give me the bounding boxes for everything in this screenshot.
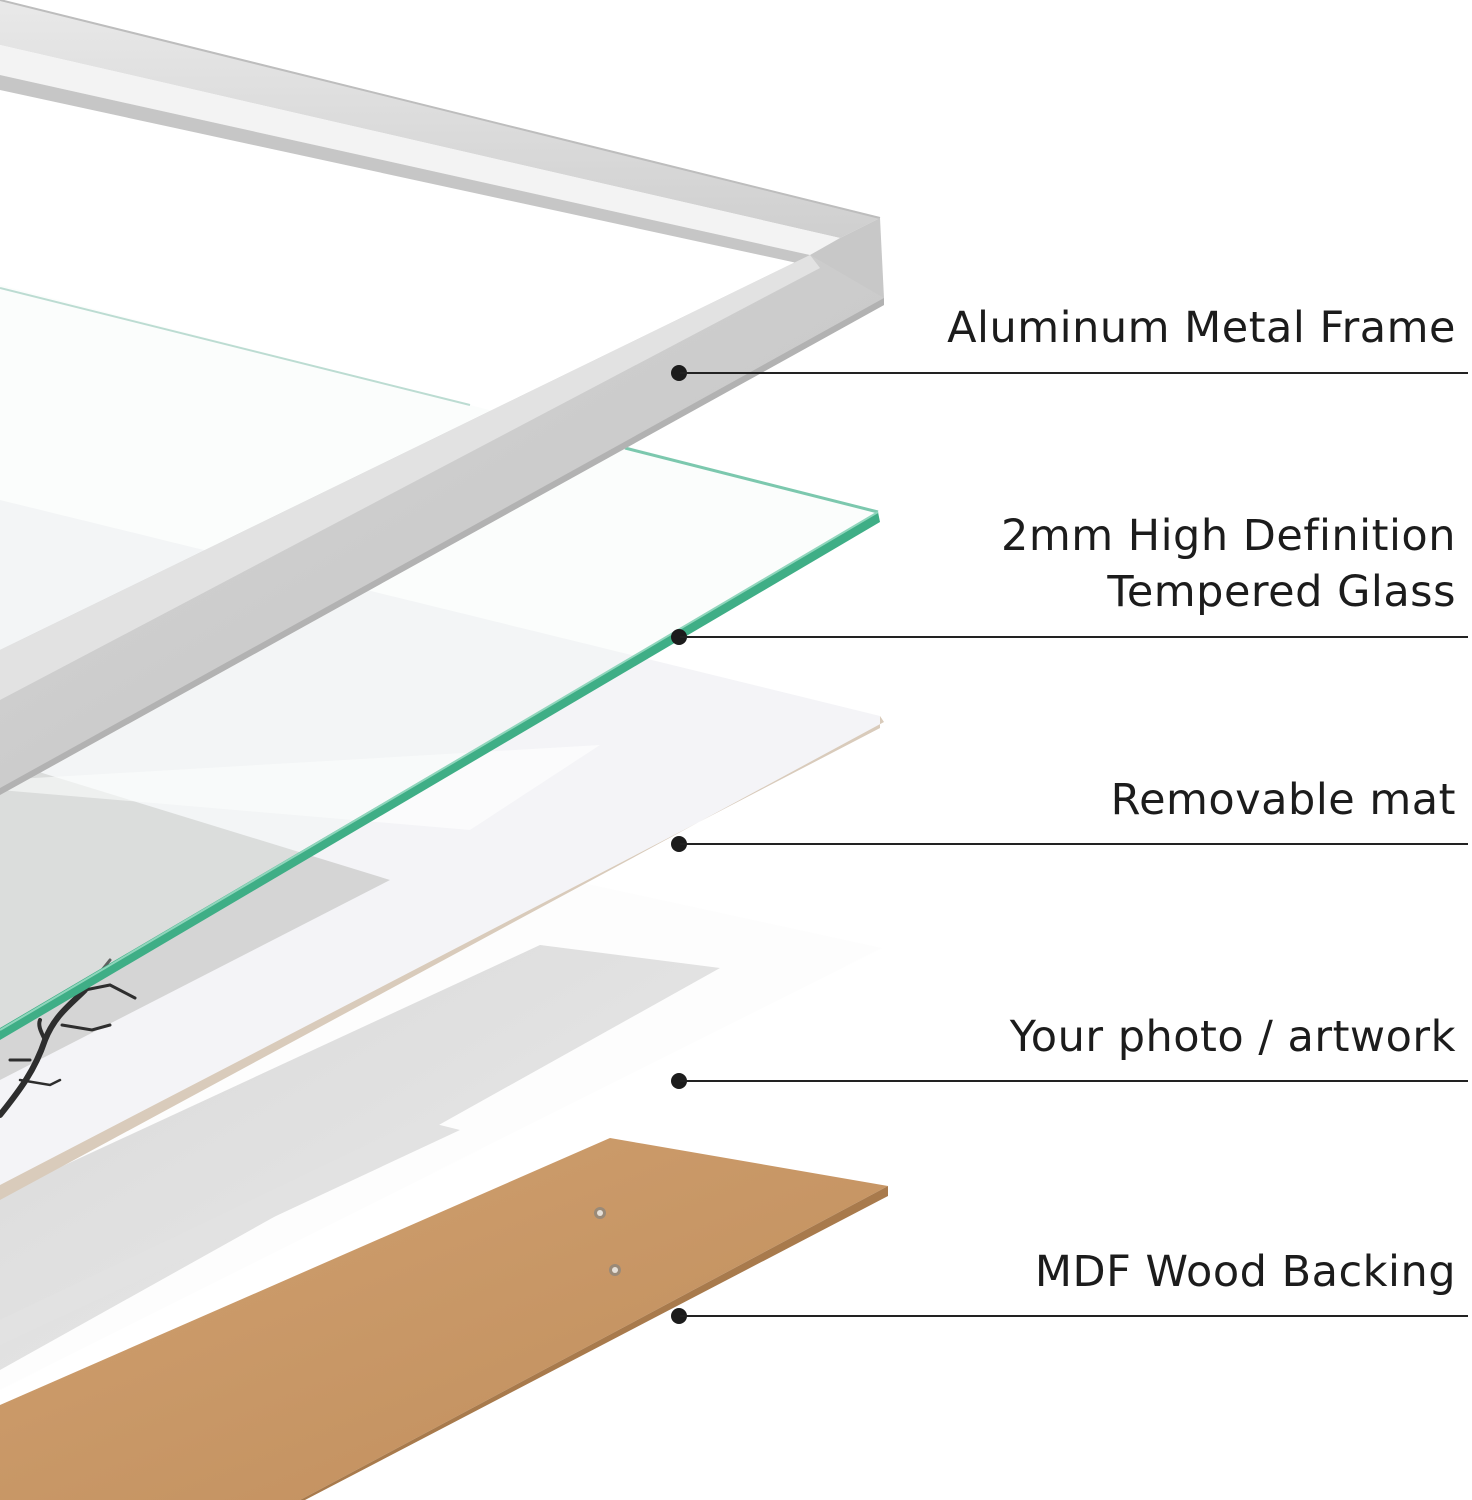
label-aluminum-frame-line-1: Aluminum Metal Frame — [947, 303, 1456, 353]
callout-line-glass — [680, 636, 1468, 638]
callout-dot-photo — [671, 1073, 687, 1089]
label-tempered-glass: 2mm High Definition Tempered Glass — [1001, 508, 1456, 620]
label-tempered-glass-line-2: Tempered Glass — [1107, 567, 1456, 617]
label-photo-artwork: Your photo / artwork — [1010, 1009, 1456, 1065]
label-mdf-backing: MDF Wood Backing — [1035, 1244, 1456, 1300]
callout-line-backing — [680, 1315, 1468, 1317]
label-tempered-glass-line-1: 2mm High Definition — [1000, 511, 1456, 561]
tree-branch-artwork — [0, 958, 137, 1118]
callout-dot-backing — [671, 1308, 687, 1324]
aluminum-frame-layer — [0, 0, 884, 795]
label-mdf-backing-line-1: MDF Wood Backing — [1034, 1247, 1456, 1297]
label-removable-mat: Removable mat — [1111, 772, 1456, 828]
label-photo-artwork-line-1: Your photo / artwork — [1009, 1012, 1456, 1062]
callout-dot-mat — [671, 836, 687, 852]
tempered-glass-layer — [0, 285, 880, 1040]
callout-dot-glass — [671, 629, 687, 645]
label-aluminum-frame: Aluminum Metal Frame — [947, 300, 1456, 356]
callout-line-mat — [680, 843, 1468, 845]
callout-line-photo — [680, 1080, 1468, 1082]
label-removable-mat-line-1: Removable mat — [1110, 775, 1456, 825]
mdf-backing-layer — [0, 1138, 888, 1500]
callout-dot-frame — [671, 365, 687, 381]
photo-artwork-layer — [0, 878, 882, 1390]
callout-line-frame — [680, 372, 1468, 374]
